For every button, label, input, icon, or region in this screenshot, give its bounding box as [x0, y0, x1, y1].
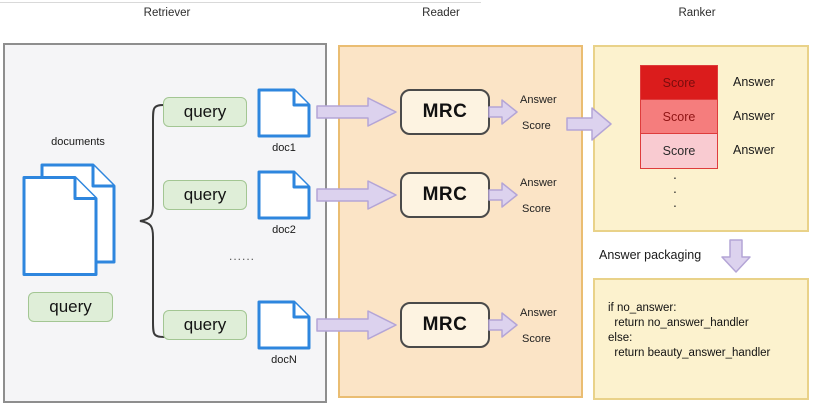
query-label-row2: query [183, 185, 227, 204]
code-line-1: if no_answer: [608, 302, 677, 314]
score-output-label-row1: Score [522, 120, 551, 132]
doc2-label: doc2 [272, 224, 296, 236]
query-box-row3: query [163, 310, 247, 340]
doc2-icon [257, 170, 311, 220]
arrow-doc1-to-mrc-icon [316, 97, 397, 127]
doc1-icon [257, 88, 311, 138]
rows-ellipsis: ...... [229, 249, 256, 263]
score-label-rank3: Score [662, 144, 696, 158]
ranked-score-stack: Score Score Score [640, 65, 718, 169]
arrow-docN-to-mrc-icon [316, 310, 397, 340]
answer-label-rank1: Answer [733, 75, 775, 89]
score-cell-rank1: Score [641, 66, 717, 100]
arrow-mrc1-output-icon [488, 99, 518, 125]
answer-label-rank3: Answer [733, 143, 775, 157]
ranked-answer-column: Answer Answer Answer [733, 65, 775, 167]
mrc-box-row1: MRC [400, 89, 490, 135]
answer-output-label-row2: Answer [520, 177, 557, 189]
doc1-label: doc1 [272, 142, 296, 154]
ranker-column-label: Ranker [678, 7, 716, 19]
score-cell-rank3: Score [641, 134, 717, 168]
arrow-mrc2-output-icon [488, 182, 518, 208]
arrow-mrc3-output-icon [488, 312, 518, 338]
score-output-label-row2: Score [522, 203, 551, 215]
docN-icon [257, 300, 311, 350]
document-front-icon [22, 176, 98, 276]
answer-packaging-label: Answer packaging [599, 248, 702, 262]
score-cell-rank2: Score [641, 100, 717, 134]
answer-output-label-row3: Answer [520, 307, 557, 319]
docN-label: docN [271, 354, 297, 366]
retriever-column-label: Retriever [143, 7, 191, 19]
mrc-label-row2: MRC [422, 184, 468, 205]
arrow-ranker-to-packaging-icon [721, 239, 751, 273]
base-query-label: query [49, 297, 92, 316]
answer-output-label-row1: Answer [520, 94, 557, 106]
mrc-label-row3: MRC [422, 314, 468, 335]
answer-label-rank2: Answer [733, 109, 775, 123]
mrc-box-row2: MRC [400, 172, 490, 218]
code-line-3: else: [608, 332, 633, 344]
arrow-reader-to-ranker-icon [566, 107, 612, 141]
packaging-code-block: if no_answer: return no_answer_handler e… [608, 301, 770, 361]
code-line-4: return beauty_answer_handler [608, 347, 771, 359]
query-box-row1: query [163, 97, 247, 127]
base-query-box: query [28, 292, 113, 322]
arrow-doc2-to-mrc-icon [316, 180, 397, 210]
more-results-dots: . . . [673, 166, 677, 210]
mrc-box-row3: MRC [400, 302, 490, 348]
query-label-row3: query [183, 315, 227, 334]
answer-packaging-panel [593, 278, 809, 400]
query-box-row2: query [163, 180, 247, 210]
score-label-rank1: Score [662, 75, 696, 90]
documents-label: documents [51, 136, 105, 148]
top-divider [0, 2, 481, 3]
query-label-row1: query [183, 102, 227, 121]
code-line-2: return no_answer_handler [608, 317, 749, 329]
score-label-rank2: Score [662, 109, 696, 124]
mrc-label-row1: MRC [422, 101, 468, 122]
fanout-brace-icon [139, 104, 165, 338]
score-output-label-row3: Score [522, 333, 551, 345]
reader-column-label: Reader [422, 7, 460, 19]
